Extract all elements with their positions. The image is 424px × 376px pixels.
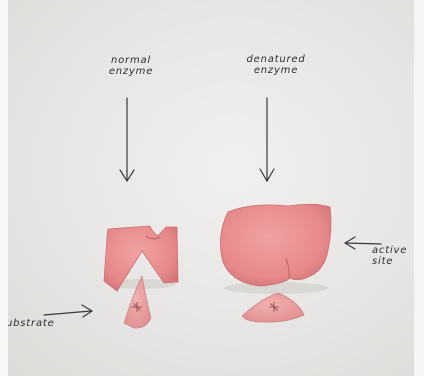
label-substrate: substrate bbox=[0, 318, 74, 329]
denatured-substrate-clay bbox=[242, 293, 304, 322]
label-denatured-enzyme: denatured enzyme bbox=[232, 54, 320, 76]
label-active-site: active site bbox=[372, 245, 422, 267]
arrow-normal-enzyme bbox=[120, 98, 134, 181]
arrow-denatured-enzyme bbox=[260, 98, 274, 181]
denatured-enzyme-clay bbox=[220, 204, 331, 286]
arrow-substrate bbox=[44, 305, 92, 317]
label-normal-enzyme: normal enzyme bbox=[96, 55, 166, 77]
